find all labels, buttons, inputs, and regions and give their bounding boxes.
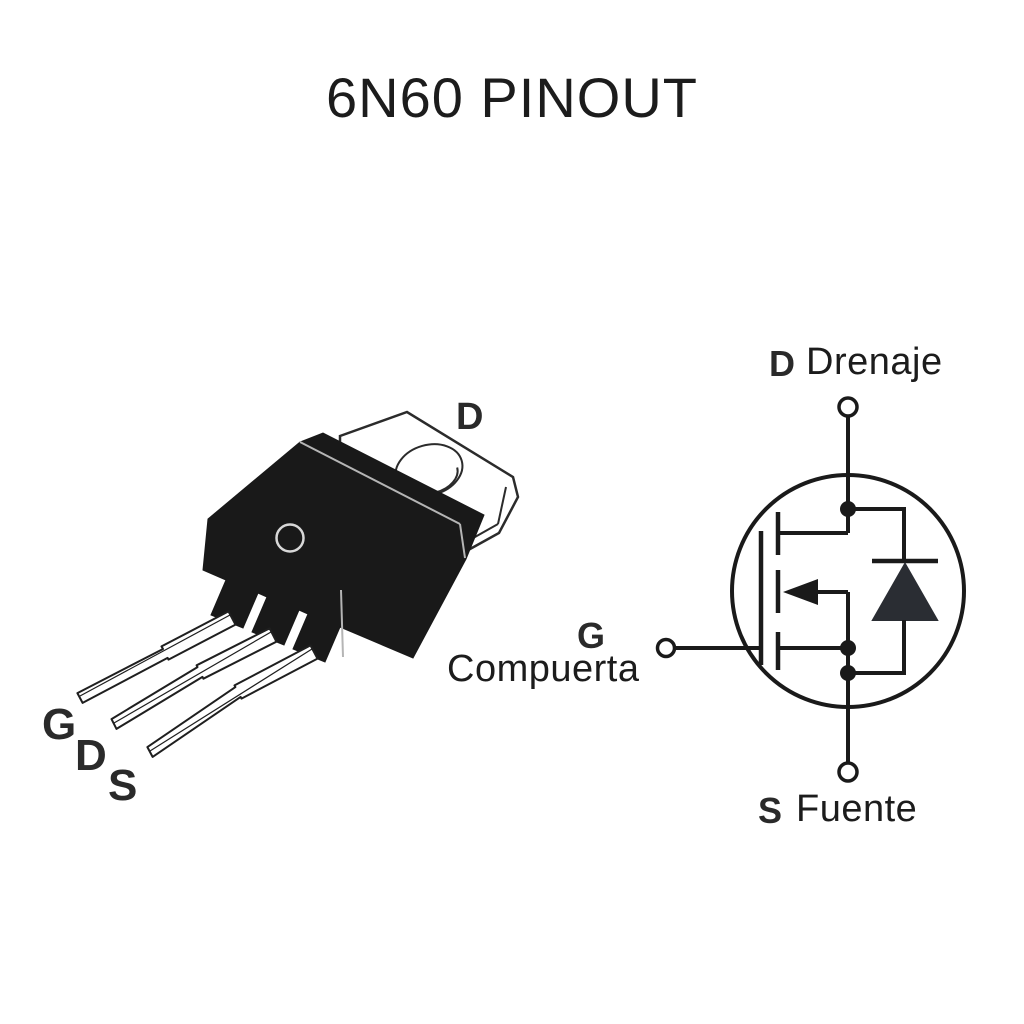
drain-pin-label: D	[769, 343, 795, 384]
lead-source-edge	[149, 648, 313, 752]
tab-bevel-edge-1	[497, 486, 507, 525]
diode-triangle	[871, 561, 939, 621]
gate-pin-label: G	[577, 615, 606, 656]
package-pin-label-gate: G	[42, 700, 77, 749]
leads	[76, 610, 319, 758]
substrate-arrow	[783, 579, 818, 605]
page-title: 6N60 PINOUT	[326, 66, 698, 129]
lead-gate	[76, 610, 237, 704]
body-edge-top	[299, 441, 461, 525]
body-diode	[848, 507, 939, 675]
package-pin-label-source: S	[108, 761, 138, 810]
body-edge-right	[459, 523, 466, 559]
lead-gate-edge	[79, 614, 231, 697]
body-edge-front	[340, 589, 344, 658]
lead-source	[146, 644, 319, 758]
package-tab-pin-label: D	[456, 396, 484, 438]
diode-bottom-wire	[848, 620, 906, 675]
gate-terminal	[655, 637, 677, 659]
mosfet-symbol-drawing	[655, 396, 966, 783]
source-name-label: Fuente	[796, 788, 918, 830]
source-terminal	[837, 761, 859, 783]
plastic-body	[202, 432, 485, 663]
package-pin-label-drain: D	[75, 731, 107, 780]
diode-top-wire	[848, 507, 906, 563]
drain-terminal	[837, 396, 859, 418]
marking-dot	[275, 523, 305, 553]
gate-name-label: Compuerta	[447, 648, 640, 690]
body-shape	[202, 432, 485, 663]
source-junction-dot	[840, 640, 856, 656]
lead-drain-edge	[113, 631, 272, 724]
source-pin-label: S	[758, 790, 783, 831]
to220-package-drawing	[76, 410, 520, 758]
drain-name-label: Drenaje	[806, 341, 943, 383]
